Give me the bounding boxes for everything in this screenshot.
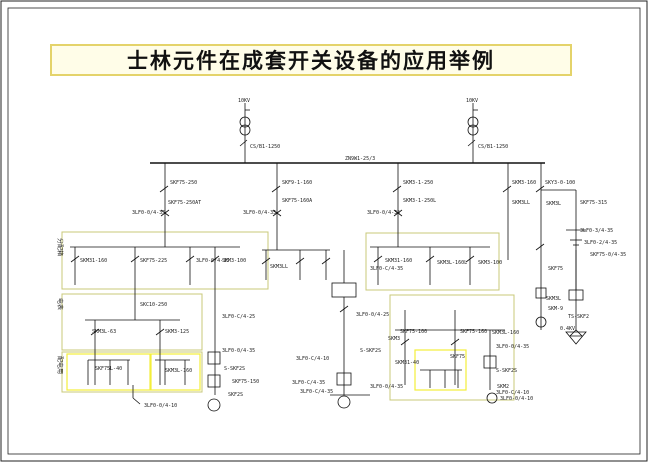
feeder-breaker-label: SKF75-315 bbox=[580, 200, 607, 206]
branch-label: SKF75-100 bbox=[400, 329, 427, 335]
feeder-sub-label: SKM3-1-250L bbox=[403, 198, 436, 204]
side-label-2: 电表 bbox=[56, 298, 64, 310]
branch-label: 0.4KV bbox=[560, 326, 575, 332]
inner-frame bbox=[7, 7, 641, 455]
box-meter-left bbox=[61, 293, 203, 351]
box-distribution-right bbox=[365, 232, 500, 291]
feeder-ct-label: 3LF0-0/4-35 bbox=[367, 210, 400, 216]
feeder-breaker-label: SKF9-1-160 bbox=[282, 180, 312, 186]
branch-label: SKM3 bbox=[388, 336, 400, 342]
branch-label: 3LF0-C/4-35 bbox=[292, 380, 325, 386]
branch-label: 3LF0-2/4-35 bbox=[584, 240, 617, 246]
branch-label: 3LF0-C/4-35 bbox=[300, 389, 333, 395]
branch-label: SKF75 bbox=[548, 266, 563, 272]
source-right-breaker: CS/B1-1250 bbox=[478, 144, 508, 150]
sub-bus-middle bbox=[261, 249, 370, 396]
branch-label: 3LF0-C/4-10 bbox=[296, 356, 329, 362]
feeder-sub-label: SKM3L bbox=[546, 201, 561, 207]
source-right bbox=[467, 103, 479, 163]
box-highlight-a bbox=[66, 353, 151, 391]
feeder-sub-label: 3LF0-3/4-35 bbox=[580, 228, 613, 234]
branch-label: 3LF0-0/4-10 bbox=[500, 396, 533, 402]
branch-label: 3LF0-0/4-35 bbox=[222, 348, 255, 354]
branch-label: SKM3-100 bbox=[478, 260, 502, 266]
branch-label: S-SKF2S bbox=[360, 348, 381, 354]
branch-label: SKF75-0/4-35 bbox=[590, 252, 626, 258]
branch-label: SKM3L-160 bbox=[165, 368, 192, 374]
feeder-ct-label: 3LF0-0/4-35 bbox=[132, 210, 165, 216]
box-meter-right bbox=[389, 294, 515, 401]
box-highlight-c bbox=[414, 349, 467, 391]
component-labels: SKF75-250SKF75-250AT3LF0-0/4-35SKF9-1-16… bbox=[80, 180, 626, 409]
branch-label: SKF75-160 bbox=[460, 329, 487, 335]
branch-label: SKM3L bbox=[546, 296, 561, 302]
sub-bus-right bbox=[370, 246, 505, 404]
group-boxes-bright bbox=[66, 349, 467, 391]
branch-label: SKM3-100 bbox=[222, 258, 246, 264]
branch-label: SKM2 bbox=[497, 384, 509, 390]
branch-label: 3LF0-C/4-35 bbox=[370, 266, 403, 272]
branch-label: SKF75-150 bbox=[232, 379, 259, 385]
feeder-sub-label: SKF75-160A bbox=[282, 198, 312, 204]
branch-label: 3LF0-0/4-35 bbox=[496, 344, 529, 350]
branch-label: S-SKF2S bbox=[496, 368, 517, 374]
sub-bus-left bbox=[70, 246, 240, 405]
branch-label: 3LF0-0/4-35 bbox=[370, 384, 403, 390]
box-highlight-b bbox=[150, 353, 201, 391]
title-banner: 士林元件在成套开关设备的应用举例 bbox=[50, 44, 572, 76]
source-left bbox=[239, 103, 251, 163]
feeder-breaker-label: SKM3-1-250 bbox=[403, 180, 433, 186]
branch-label: 3LF0-0/4-25 bbox=[356, 312, 389, 318]
branch-label: 3LF0-0/4-35 bbox=[196, 258, 229, 264]
branch-label: SKM3L-160 bbox=[492, 330, 519, 336]
branch-label: SKM3LL bbox=[270, 264, 288, 270]
loads-middle-left bbox=[207, 351, 351, 412]
side-label-1: 分配箱 bbox=[56, 238, 64, 256]
branch-label: SKM-9 bbox=[548, 306, 563, 312]
branch-label: SKM3-125 bbox=[165, 329, 189, 335]
branch-label: 3LF0-C/4-10 bbox=[496, 390, 529, 396]
feeder-breaker-label: SKF75-250 bbox=[170, 180, 197, 186]
box-outgoing-left bbox=[61, 351, 203, 393]
feeder-breaker-label: SKM3-160 bbox=[512, 180, 536, 186]
branch-label: 3LF0-C/4-25 bbox=[222, 314, 255, 320]
busbar-label: ZN9W1-25/3 bbox=[345, 156, 375, 162]
source-left-voltage: 10KV bbox=[238, 98, 250, 104]
feeder-sub-label: SKM3LL bbox=[512, 200, 530, 206]
branch-label: SKM3L-160L bbox=[437, 260, 467, 266]
branch-label: TS-SKF2 bbox=[568, 314, 589, 320]
branch-label: SKM3L-63 bbox=[92, 329, 116, 335]
branch-label: SKF75 bbox=[450, 354, 465, 360]
branch-label: SKF75-225 bbox=[140, 258, 167, 264]
branch-label: SKC10-250 bbox=[140, 302, 167, 308]
feeder-ct-label: 3LF0-0/4-35 bbox=[243, 210, 276, 216]
branch-label: SKM31-40 bbox=[395, 360, 419, 366]
branch-label: SKM31-160 bbox=[80, 258, 107, 264]
right-branch bbox=[535, 229, 587, 345]
page-title: 士林元件在成套开关设备的应用举例 bbox=[127, 49, 495, 73]
group-boxes bbox=[61, 231, 515, 401]
side-label-3: 配电用 bbox=[56, 356, 64, 374]
source-left-breaker: CS/B1-1250 bbox=[250, 144, 280, 150]
branch-label: 3LF0-0/4-10 bbox=[144, 403, 177, 409]
branch-label: SKF2S bbox=[228, 392, 243, 398]
branch-label: SKM31-160 bbox=[385, 258, 412, 264]
branch-label: S-SKF2S bbox=[224, 366, 245, 372]
feeder-breaker-label: SKY3-0-100 bbox=[545, 180, 575, 186]
feeder-sub-label: SKF75-250AT bbox=[168, 200, 201, 206]
branch-label: SKF75L-40 bbox=[95, 366, 122, 372]
source-right-voltage: 10KV bbox=[466, 98, 478, 104]
